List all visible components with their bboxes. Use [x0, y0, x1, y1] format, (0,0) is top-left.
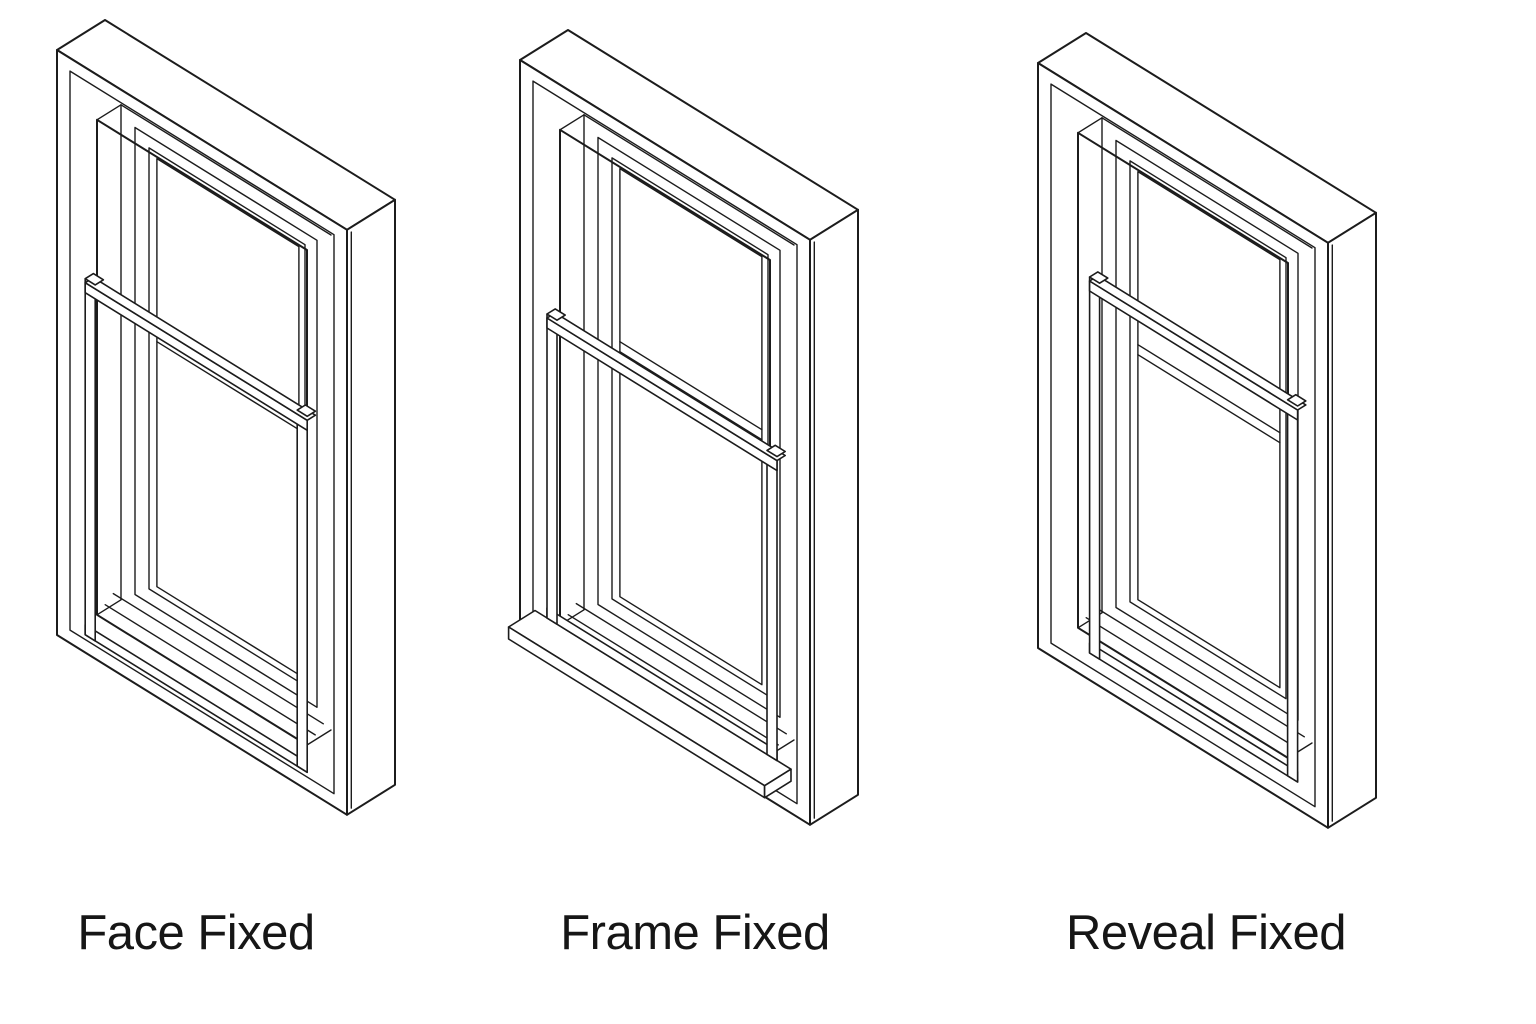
figure-label: Face Fixed	[77, 906, 315, 960]
figure-label: Reveal Fixed	[1066, 906, 1346, 960]
face-fixed-window-drawing	[56, 19, 396, 816]
figure-reveal-fixed: Reveal Fixed	[1018, 3, 1458, 1024]
figure-face-fixed: Face Fixed	[37, 0, 477, 1014]
reveal-fixed-window-drawing	[1037, 32, 1377, 829]
figure-label: Frame Fixed	[560, 906, 830, 960]
frame-fixed-window-drawing	[507, 29, 859, 826]
figure-frame-fixed: Frame Fixed	[500, 0, 940, 1024]
